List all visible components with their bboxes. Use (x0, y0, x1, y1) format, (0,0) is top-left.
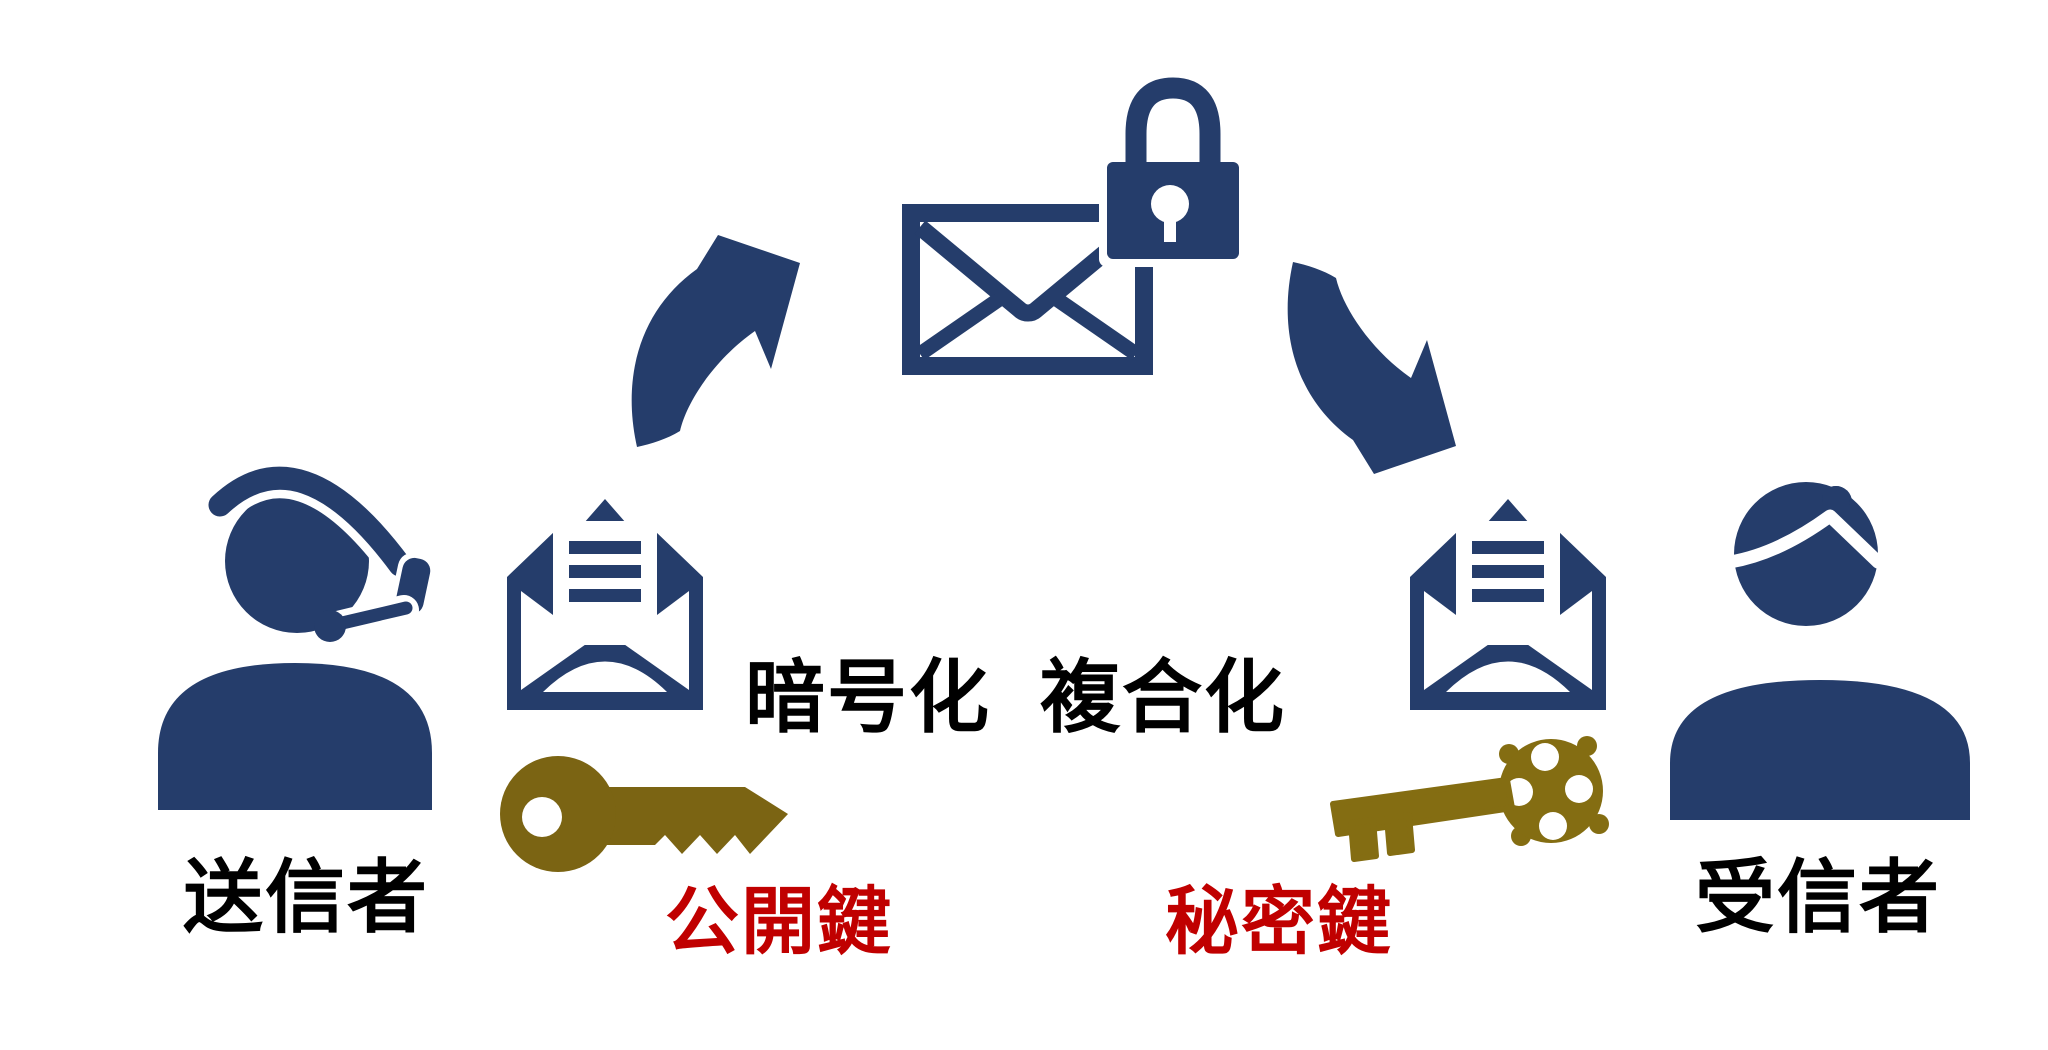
encrypt-arrow-icon (585, 165, 815, 455)
modern-key-icon (500, 756, 788, 872)
encrypt-step-label: 暗号化 (745, 651, 991, 744)
decrypt-step-label: 複合化 (1040, 651, 1286, 744)
open-envelope-letter-icon (1410, 499, 1606, 710)
public-key-label: 公開鍵 (665, 879, 893, 965)
person-icon (1670, 482, 1970, 820)
antique-key-icon (1330, 736, 1609, 862)
encrypted-message-icon (880, 62, 1270, 382)
plain-message-right-icon (1398, 485, 1618, 715)
curved-arrow-down-right-icon (1287, 262, 1456, 474)
curved-arrow-up-right-icon (631, 235, 800, 447)
operator-headset-person-icon (158, 458, 436, 810)
receiver-person-icon (1660, 470, 2000, 820)
private-key-icon (1325, 728, 1645, 913)
public-key-icon (495, 742, 795, 887)
locked-envelope-icon (902, 77, 1247, 375)
sender-person-icon (150, 458, 450, 810)
sender-label: 送信者 (183, 851, 429, 944)
open-envelope-letter-icon (507, 499, 703, 710)
decrypt-arrow-icon (1241, 254, 1471, 544)
receiver-label: 受信者 (1695, 851, 1941, 944)
plain-message-left-icon (495, 485, 715, 715)
private-key-label: 秘密鍵 (1165, 879, 1393, 965)
